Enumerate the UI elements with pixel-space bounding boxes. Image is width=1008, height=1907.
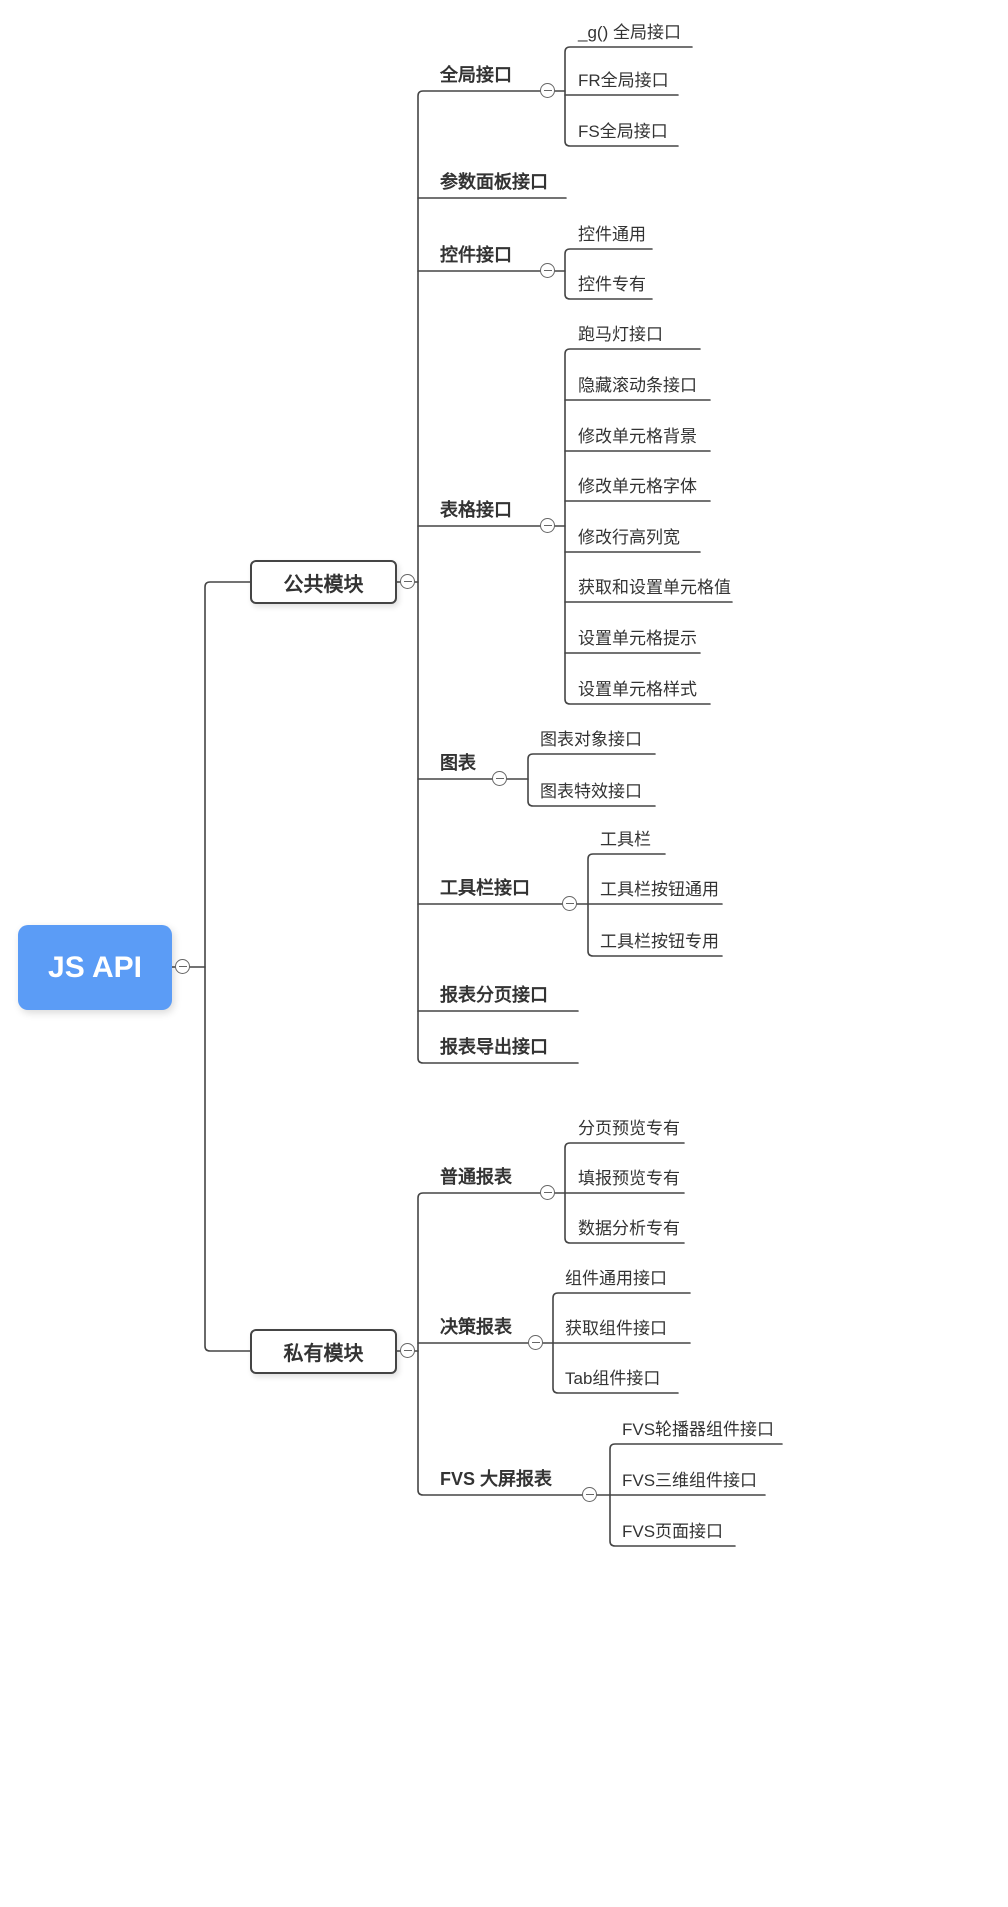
- topic-decision-report[interactable]: 决策报表: [440, 1317, 512, 1337]
- connector-line: [527, 753, 656, 807]
- collapse-icon-widget-interface[interactable]: [540, 263, 555, 278]
- topic-cell-tooltip[interactable]: 设置单元格提示: [578, 629, 697, 648]
- topic-table-interface[interactable]: 表格接口: [440, 500, 512, 520]
- topic-data-analysis-specific[interactable]: 数据分析专有: [578, 1219, 680, 1238]
- connector-line: [564, 248, 653, 300]
- topic-toolbar[interactable]: 工具栏: [600, 830, 651, 849]
- topic-toolbar-interface[interactable]: 工具栏接口: [440, 878, 530, 898]
- topic-get-component-interface[interactable]: 获取组件接口: [565, 1319, 667, 1338]
- topic-tab-component-interface[interactable]: Tab组件接口: [565, 1369, 661, 1388]
- topic-fvs-page-interface[interactable]: FVS页面接口: [622, 1522, 724, 1541]
- topic-toolbar-btn-common[interactable]: 工具栏按钮通用: [600, 880, 719, 899]
- topic-toolbar-btn-specific[interactable]: 工具栏按钮专用: [600, 932, 719, 951]
- topic-fs-global-interface[interactable]: FS全局接口: [578, 122, 668, 141]
- topic-chart-object-interface[interactable]: 图表对象接口: [540, 730, 642, 749]
- topic-fill-preview-specific[interactable]: 填报预览专有: [578, 1169, 680, 1188]
- collapse-icon-decision-report[interactable]: [528, 1335, 543, 1350]
- topic-fvs-3d-interface[interactable]: FVS三维组件接口: [622, 1471, 758, 1490]
- collapse-icon-normal-report[interactable]: [540, 1185, 555, 1200]
- topic-public-module[interactable]: 公共模块: [250, 560, 397, 604]
- topic-g-global-interface[interactable]: _g() 全局接口: [578, 23, 681, 42]
- topic-hide-scrollbar[interactable]: 隐藏滚动条接口: [578, 376, 697, 395]
- collapse-icon-private-module[interactable]: [400, 1343, 415, 1358]
- topic-chart-effect-interface[interactable]: 图表特效接口: [540, 782, 642, 801]
- collapse-icon-global-interface[interactable]: [540, 83, 555, 98]
- topic-fr-global-interface[interactable]: FR全局接口: [578, 71, 669, 90]
- topic-param-panel-interface[interactable]: 参数面板接口: [440, 172, 548, 192]
- topic-cell-background[interactable]: 修改单元格背景: [578, 427, 697, 446]
- root-topic-js-api[interactable]: JS API: [18, 925, 172, 1010]
- topic-marquee-interface[interactable]: 跑马灯接口: [578, 325, 663, 344]
- topic-fvs-carousel-interface[interactable]: FVS轮播器组件接口: [622, 1420, 775, 1439]
- collapse-icon-chart[interactable]: [492, 771, 507, 786]
- topic-get-set-cell-value[interactable]: 获取和设置单元格值: [578, 578, 731, 597]
- connector-line: [417, 90, 579, 1064]
- topic-widget-specific[interactable]: 控件专有: [578, 275, 646, 294]
- topic-cell-font[interactable]: 修改单元格字体: [578, 477, 697, 496]
- topic-global-interface[interactable]: 全局接口: [440, 65, 512, 85]
- collapse-icon-public-module[interactable]: [400, 574, 415, 589]
- connector-line: [204, 581, 251, 1352]
- collapse-icon-root[interactable]: [175, 959, 190, 974]
- topic-cell-style[interactable]: 设置单元格样式: [578, 680, 697, 699]
- topic-normal-report[interactable]: 普通报表: [440, 1167, 512, 1187]
- collapse-icon-fvs-report[interactable]: [582, 1487, 597, 1502]
- collapse-icon-toolbar-interface[interactable]: [562, 896, 577, 911]
- connector-line: [564, 348, 711, 705]
- topic-paging-preview-specific[interactable]: 分页预览专有: [578, 1119, 680, 1138]
- topic-chart[interactable]: 图表: [440, 753, 476, 773]
- connector-line: [564, 46, 693, 147]
- topic-widget-common[interactable]: 控件通用: [578, 225, 646, 244]
- topic-fvs-report[interactable]: FVS 大屏报表: [440, 1469, 553, 1489]
- topic-widget-interface[interactable]: 控件接口: [440, 245, 512, 265]
- collapse-icon-table-interface[interactable]: [540, 518, 555, 533]
- topic-row-height-col-width[interactable]: 修改行高列宽: [578, 528, 680, 547]
- connector-line: [587, 853, 723, 957]
- topic-component-common-interface[interactable]: 组件通用接口: [565, 1269, 667, 1288]
- topic-report-export-interface[interactable]: 报表导出接口: [440, 1037, 548, 1057]
- topic-report-paging-interface[interactable]: 报表分页接口: [440, 985, 548, 1005]
- topic-private-module[interactable]: 私有模块: [250, 1329, 397, 1374]
- connector-line: [417, 1192, 611, 1496]
